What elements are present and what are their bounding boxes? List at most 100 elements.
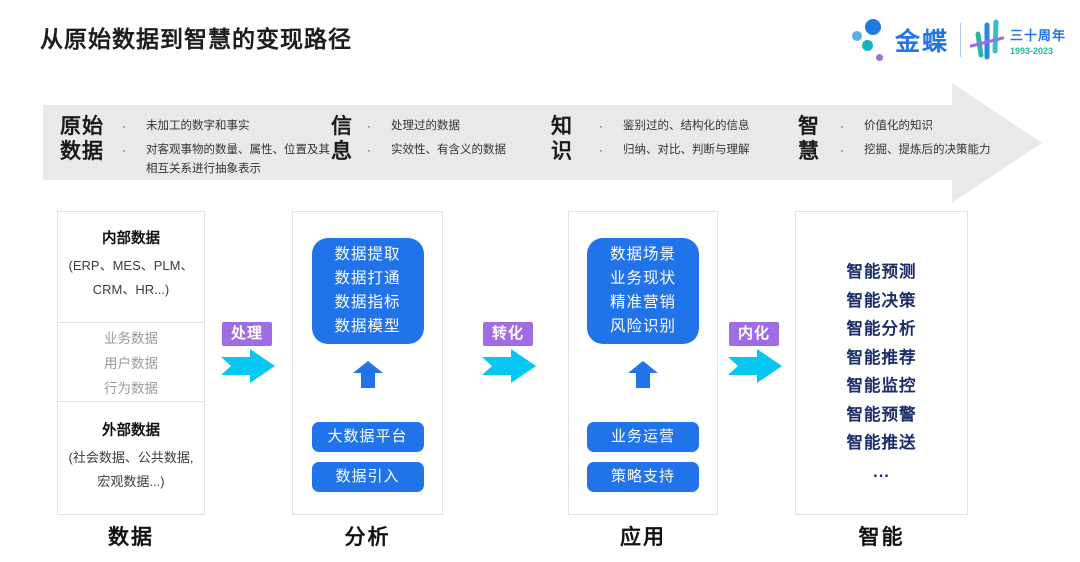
- list-item: 智能推送: [846, 434, 917, 452]
- brand-text: 金蝶: [895, 28, 950, 56]
- logo-dot-lightblue: [852, 31, 862, 41]
- column-label-application: 应用: [620, 526, 666, 549]
- stage-title-line: 知: [551, 115, 573, 138]
- stage-title-line: 信: [331, 115, 353, 138]
- application-panel: 数据场景 业务现状 精准营销 风险识别: [587, 238, 699, 344]
- bullet-text: 实效性、有含义的数据: [391, 144, 506, 156]
- column-label-analysis: 分析: [344, 526, 391, 549]
- list-item: 智能预测: [846, 263, 917, 281]
- bullet-dot-icon: ·: [122, 119, 126, 133]
- list-item: 智能分析: [846, 320, 917, 338]
- stage-bullets: · 处理过的数据 · 实效性、有含义的数据: [367, 114, 506, 164]
- list-item: 智能监控: [846, 377, 917, 395]
- external-data-sources: (社会数据、公共数据,: [68, 450, 194, 465]
- list-item: 智能预警: [846, 405, 917, 424]
- logo-dot-purple: [876, 54, 883, 61]
- bullet-item: · 挖掘、提炼后的决策能力: [840, 141, 991, 160]
- external-data-section: 外部数据 (社会数据、公共数据, 宏观数据...): [58, 402, 204, 494]
- strategy-support-chip: 策略支持: [587, 462, 699, 492]
- bullet-dot-icon: ·: [122, 143, 126, 157]
- stage-bullets: · 价值化的知识 · 挖掘、提炼后的决策能力: [840, 114, 991, 164]
- internal-data-title: 内部数据: [102, 231, 160, 247]
- data-column-box: 内部数据 (ERP、MES、PLM、 CRM、HR...) 业务数据 用户数据 …: [57, 211, 205, 515]
- external-data-sources: 宏观数据...): [97, 474, 165, 489]
- bullet-item: · 实效性、有含义的数据: [367, 141, 506, 160]
- stage-bullets: · 鉴别过的、结构化的信息 · 归纳、对比、判断与理解: [599, 114, 750, 164]
- stage-title-line: 原始: [60, 115, 104, 138]
- bullet-text: 挖掘、提炼后的决策能力: [864, 144, 991, 156]
- bullet-text: 归纳、对比、判断与理解: [623, 144, 750, 156]
- list-item: 智能推荐: [846, 348, 917, 367]
- panel-line: 数据场景: [609, 246, 676, 263]
- stage-title: 知 识: [551, 114, 573, 164]
- stage-bullets: · 未加工的数字和事实 · 对客观事物的数量、属性、位置及其相互关系进行抽象表示: [122, 114, 332, 179]
- bullet-item: · 处理过的数据: [367, 117, 506, 136]
- page-title: 从原始数据到智慧的变现路径: [40, 26, 352, 52]
- panel-line: 数据指标: [334, 294, 401, 311]
- process-badge: 处理: [222, 322, 272, 346]
- analysis-panel: 数据提取 数据打通 数据指标 数据模型: [311, 238, 424, 344]
- bullet-item: · 归纳、对比、判断与理解: [599, 141, 750, 160]
- bullet-text: 处理过的数据: [391, 120, 460, 132]
- big-data-platform-chip: 大数据平台: [311, 422, 424, 452]
- anniversary-text: 三十周年: [1010, 27, 1067, 43]
- kingdee-dots-icon: [851, 14, 887, 66]
- list-item: 用户数据: [104, 356, 158, 371]
- stage-title-line: 慧: [798, 140, 820, 163]
- internal-data-section: 内部数据 (ERP、MES、PLM、 CRM、HR...): [58, 212, 204, 322]
- bullet-item: · 对客观事物的数量、属性、位置及其相互关系进行抽象表示: [122, 141, 332, 179]
- external-data-title: 外部数据: [102, 423, 160, 439]
- up-arrow-icon: [628, 361, 658, 388]
- logo-dot-blue: [865, 19, 881, 35]
- bullet-text: 价值化的知识: [864, 120, 933, 132]
- bullet-dot-icon: ·: [367, 119, 371, 133]
- internalize-badge: 内化: [729, 322, 779, 346]
- list-item: 业务数据: [104, 331, 158, 346]
- right-arrow-icon: [221, 349, 275, 383]
- bullet-dot-icon: ·: [840, 119, 844, 133]
- column-label-intelligence: 智能: [858, 526, 905, 549]
- bullet-text: 鉴别过的、结构化的信息: [623, 120, 750, 132]
- bullet-text: 未加工的数字和事实: [146, 120, 250, 132]
- bullet-item: · 价值化的知识: [840, 117, 991, 136]
- analysis-column-box: 数据提取 数据打通 数据指标 数据模型 大数据平台 数据引入: [292, 211, 443, 515]
- bullet-text: 对客观事物的数量、属性、位置及其相互关系进行抽象表示: [146, 144, 330, 175]
- panel-line: 数据提取: [334, 246, 401, 263]
- list-item: 行为数据: [104, 381, 158, 396]
- column-label-data: 数据: [108, 526, 154, 549]
- stage-raw-data: 原始 数据 · 未加工的数字和事实 · 对客观事物的数量、属性、位置及其相互关系…: [60, 114, 332, 179]
- business-operation-chip: 业务运营: [587, 422, 699, 452]
- right-arrow-icon: [728, 349, 782, 383]
- stage-knowledge: 知 识 · 鉴别过的、结构化的信息 · 归纳、对比、判断与理解: [551, 114, 750, 164]
- stage-wisdom: 智 慧 · 价值化的知识 · 挖掘、提炼后的决策能力: [798, 114, 991, 164]
- transform-badge: 转化: [483, 322, 533, 346]
- stage-title-line: 息: [331, 140, 353, 163]
- intelligence-column-box: 智能预测 智能决策 智能分析 智能推荐 智能监控 智能预警 智能推送 ...: [795, 211, 968, 515]
- panel-line: 风险识别: [609, 318, 676, 335]
- stage-title: 原始 数据: [60, 114, 108, 179]
- ellipsis-item: ...: [873, 462, 890, 481]
- dikw-banner: [43, 105, 952, 180]
- dikw-banner-arrowhead: [952, 83, 1042, 203]
- panel-line: 精准营销: [609, 294, 676, 311]
- data-types-section: 业务数据 用户数据 行为数据: [58, 322, 204, 402]
- internal-data-systems: (ERP、MES、PLM、: [68, 258, 194, 273]
- right-arrow-icon: [482, 349, 536, 383]
- anniversary-30-mark-icon: [970, 19, 1005, 60]
- panel-line: 数据模型: [334, 318, 401, 335]
- kingdee-logo: 金蝶 三十周年 1993-2023: [851, 14, 1066, 66]
- panel-line: 数据打通: [334, 270, 401, 287]
- stage-title-line: 智: [798, 115, 820, 138]
- stage-title-line: 数据: [60, 140, 104, 163]
- application-column-box: 数据场景 业务现状 精准营销 风险识别 业务运营 策略支持: [568, 211, 718, 515]
- stage-title-line: 识: [551, 140, 573, 163]
- stage-title: 信 息: [331, 114, 353, 164]
- bullet-item: · 鉴别过的、结构化的信息: [599, 117, 750, 136]
- panel-line: 业务现状: [609, 270, 676, 287]
- stage-information: 信 息 · 处理过的数据 · 实效性、有含义的数据: [331, 114, 506, 164]
- internal-data-systems: CRM、HR...): [92, 282, 170, 297]
- bullet-dot-icon: ·: [599, 143, 603, 157]
- logo-divider: [960, 23, 962, 57]
- bullet-dot-icon: ·: [840, 143, 844, 157]
